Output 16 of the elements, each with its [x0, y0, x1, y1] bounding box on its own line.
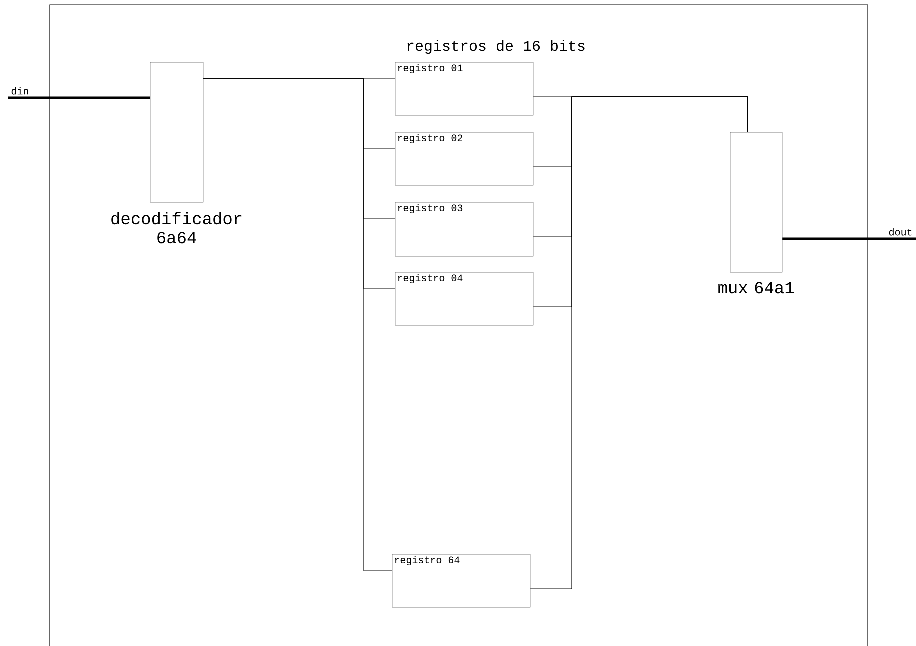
- block-box: mux 64a1: [718, 132, 794, 294]
- pin-label: dout: [889, 228, 912, 236]
- wire: [530, 96, 748, 590]
- register-box: registro 03: [395, 202, 534, 257]
- wire: [203, 78, 392, 572]
- wire: [8, 96, 150, 100]
- block-box: decodificador 6a64: [112, 62, 242, 244]
- register-box: registro 64: [392, 554, 531, 608]
- register-box: registro 02: [395, 132, 534, 186]
- wire: [782, 238, 916, 240]
- register-box: registro 04: [395, 272, 534, 326]
- node-label: mux 64a1: [718, 282, 794, 294]
- node-label: decodificador 6a64: [112, 212, 242, 244]
- title: registros de 16 bits: [408, 40, 585, 54]
- pin-label: din: [12, 87, 28, 95]
- register-box: registro 01: [395, 62, 534, 116]
